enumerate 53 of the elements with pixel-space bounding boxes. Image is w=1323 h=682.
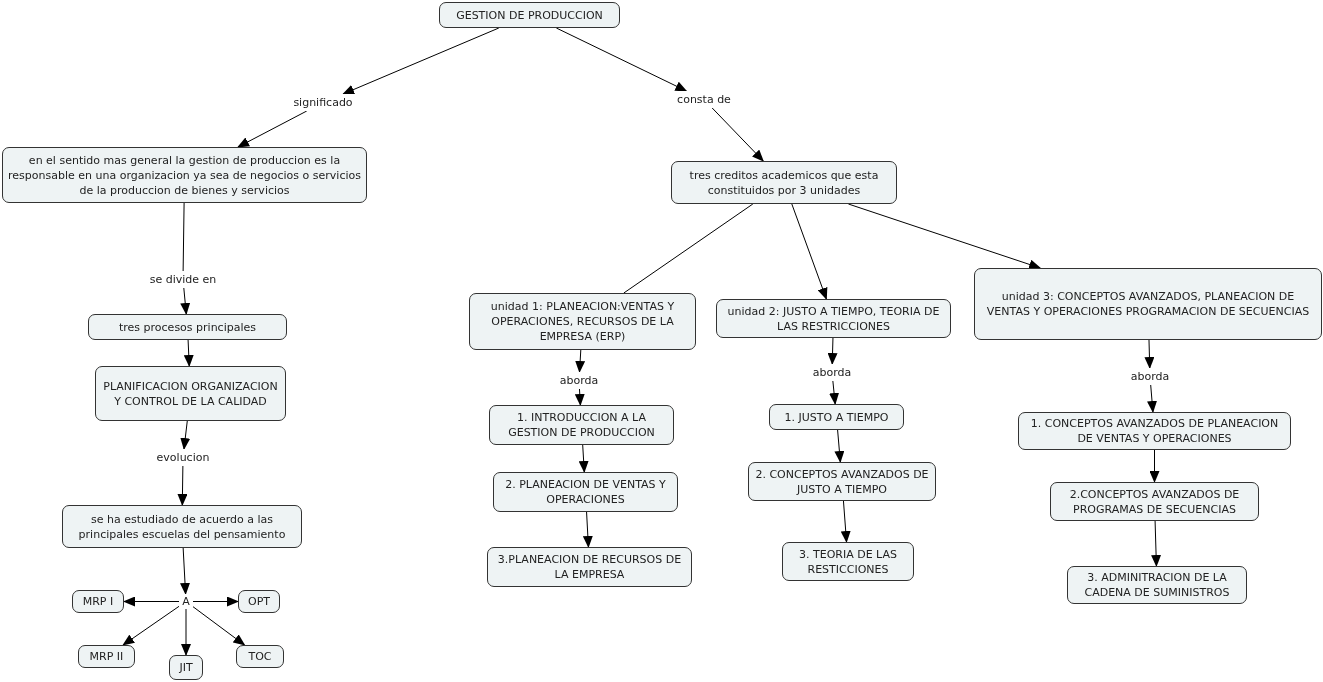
concept-box: MRP II (78, 645, 135, 668)
arrow (847, 203, 1042, 270)
arrow (180, 420, 191, 450)
concept-box: PLANIFICACION ORGANIZACION Y CONTROL DE LA CALIDAD (95, 366, 286, 421)
arrow (582, 511, 593, 548)
arrow (575, 349, 586, 373)
arrow (834, 429, 845, 463)
arrow (177, 465, 188, 506)
concept-box: JIT (169, 655, 203, 680)
concept-box: se ha estudiado de acuerdo a las principales escuelas del pensamiento (62, 505, 302, 548)
concept-box: 1. INTRODUCCION A LA GESTION DE PRODUCCION (489, 405, 674, 445)
concept-box: en el sentido mas general la gestion de produccion es la responsable en una organizacion ya sea de negocios o servicios de la produccion de bienes y servicios (2, 147, 367, 203)
connector-line (623, 203, 754, 294)
arrow (180, 547, 190, 595)
concept-box: unidad 1: PLANEACION:VENTAS Y OPERACIONES, RECURSOS DE LA EMPRESA (ERP) (469, 293, 696, 350)
connector-line (182, 202, 185, 272)
concept-box: TOC (236, 645, 284, 668)
arrow (574, 388, 585, 406)
arrow (1147, 384, 1157, 413)
concept-box: 1. CONCEPTOS AVANZADOS DE PLANEACION DE VENTAS Y OPERACIONES (1018, 412, 1291, 450)
arrow (829, 380, 840, 405)
arrow (123, 596, 180, 607)
arrow (180, 287, 191, 315)
concept-box: OPT (238, 590, 280, 613)
concept-box: 2. CONCEPTOS AVANZADOS DE JUSTO A TIEMPO (748, 462, 936, 501)
arrow (1144, 339, 1155, 369)
arrow (711, 107, 764, 162)
concept-box: 1. JUSTO A TIEMPO (769, 404, 904, 430)
arrow (827, 337, 838, 365)
arrow (237, 110, 308, 148)
concept-box: 2. PLANEACION DE VENTAS Y OPERACIONES (493, 472, 678, 512)
concept-box: 3. TEORIA DE LAS RESTICCIONES (782, 542, 914, 581)
concept-box: unidad 2: JUSTO A TIEMPO, TEORIA DE LAS RESTRICCIONES (716, 299, 951, 338)
arrow (181, 608, 191, 656)
concept-box: 2.CONCEPTOS AVANZADOS DE PROGRAMAS DE SECUENCIAS (1050, 482, 1259, 521)
concept-box: 3.PLANEACION DE RECURSOS DE LA EMPRESA (487, 547, 692, 587)
arrow (183, 339, 194, 367)
arrow (1151, 520, 1162, 567)
arrow (122, 605, 180, 646)
arrow (192, 606, 246, 646)
arrow (840, 500, 851, 543)
concept-box: 3. ADMINITRACION DE LA CADENA DE SUMINISTROS (1067, 566, 1247, 604)
arrow (192, 596, 239, 607)
concept-box: unidad 3: CONCEPTOS AVANZADOS, PLANEACION DE VENTAS Y OPERACIONES PROGRAMACION DE SECUENCIAS (974, 268, 1322, 340)
arrow (791, 203, 828, 300)
arrow (578, 444, 589, 473)
concept-box: tres creditos academicos que esta constituidos por 3 unidades (671, 161, 897, 204)
concept-box: tres procesos principales (88, 314, 287, 340)
arrow (555, 27, 688, 92)
concept-box: MRP I (72, 590, 124, 613)
arrow (1149, 449, 1160, 483)
arrow (342, 27, 500, 95)
concept-box: GESTION DE PRODUCCION (439, 2, 620, 28)
